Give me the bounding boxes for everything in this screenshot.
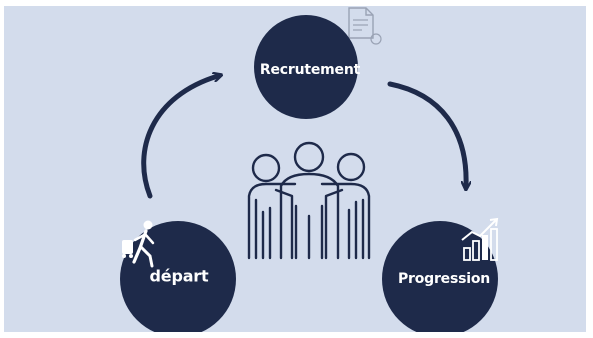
arrow-depart-to-recrutement <box>141 76 218 199</box>
node-recrutement-label: Recrutement <box>259 62 361 78</box>
node-progression-label: Progression <box>397 271 491 287</box>
document-icon <box>348 7 382 45</box>
cycle-diagram <box>120 7 499 332</box>
node-depart-label: départ <box>149 266 209 286</box>
arrow-recrutement-to-progression <box>387 81 466 186</box>
team-people-icon <box>247 141 371 260</box>
walking-person-icon <box>122 220 155 268</box>
node-recrutement-circle <box>254 15 358 119</box>
diagram-panel: Recrutement Progression départ <box>4 6 586 332</box>
growth-chart-icon <box>461 217 499 261</box>
node-depart-circle <box>120 221 236 332</box>
